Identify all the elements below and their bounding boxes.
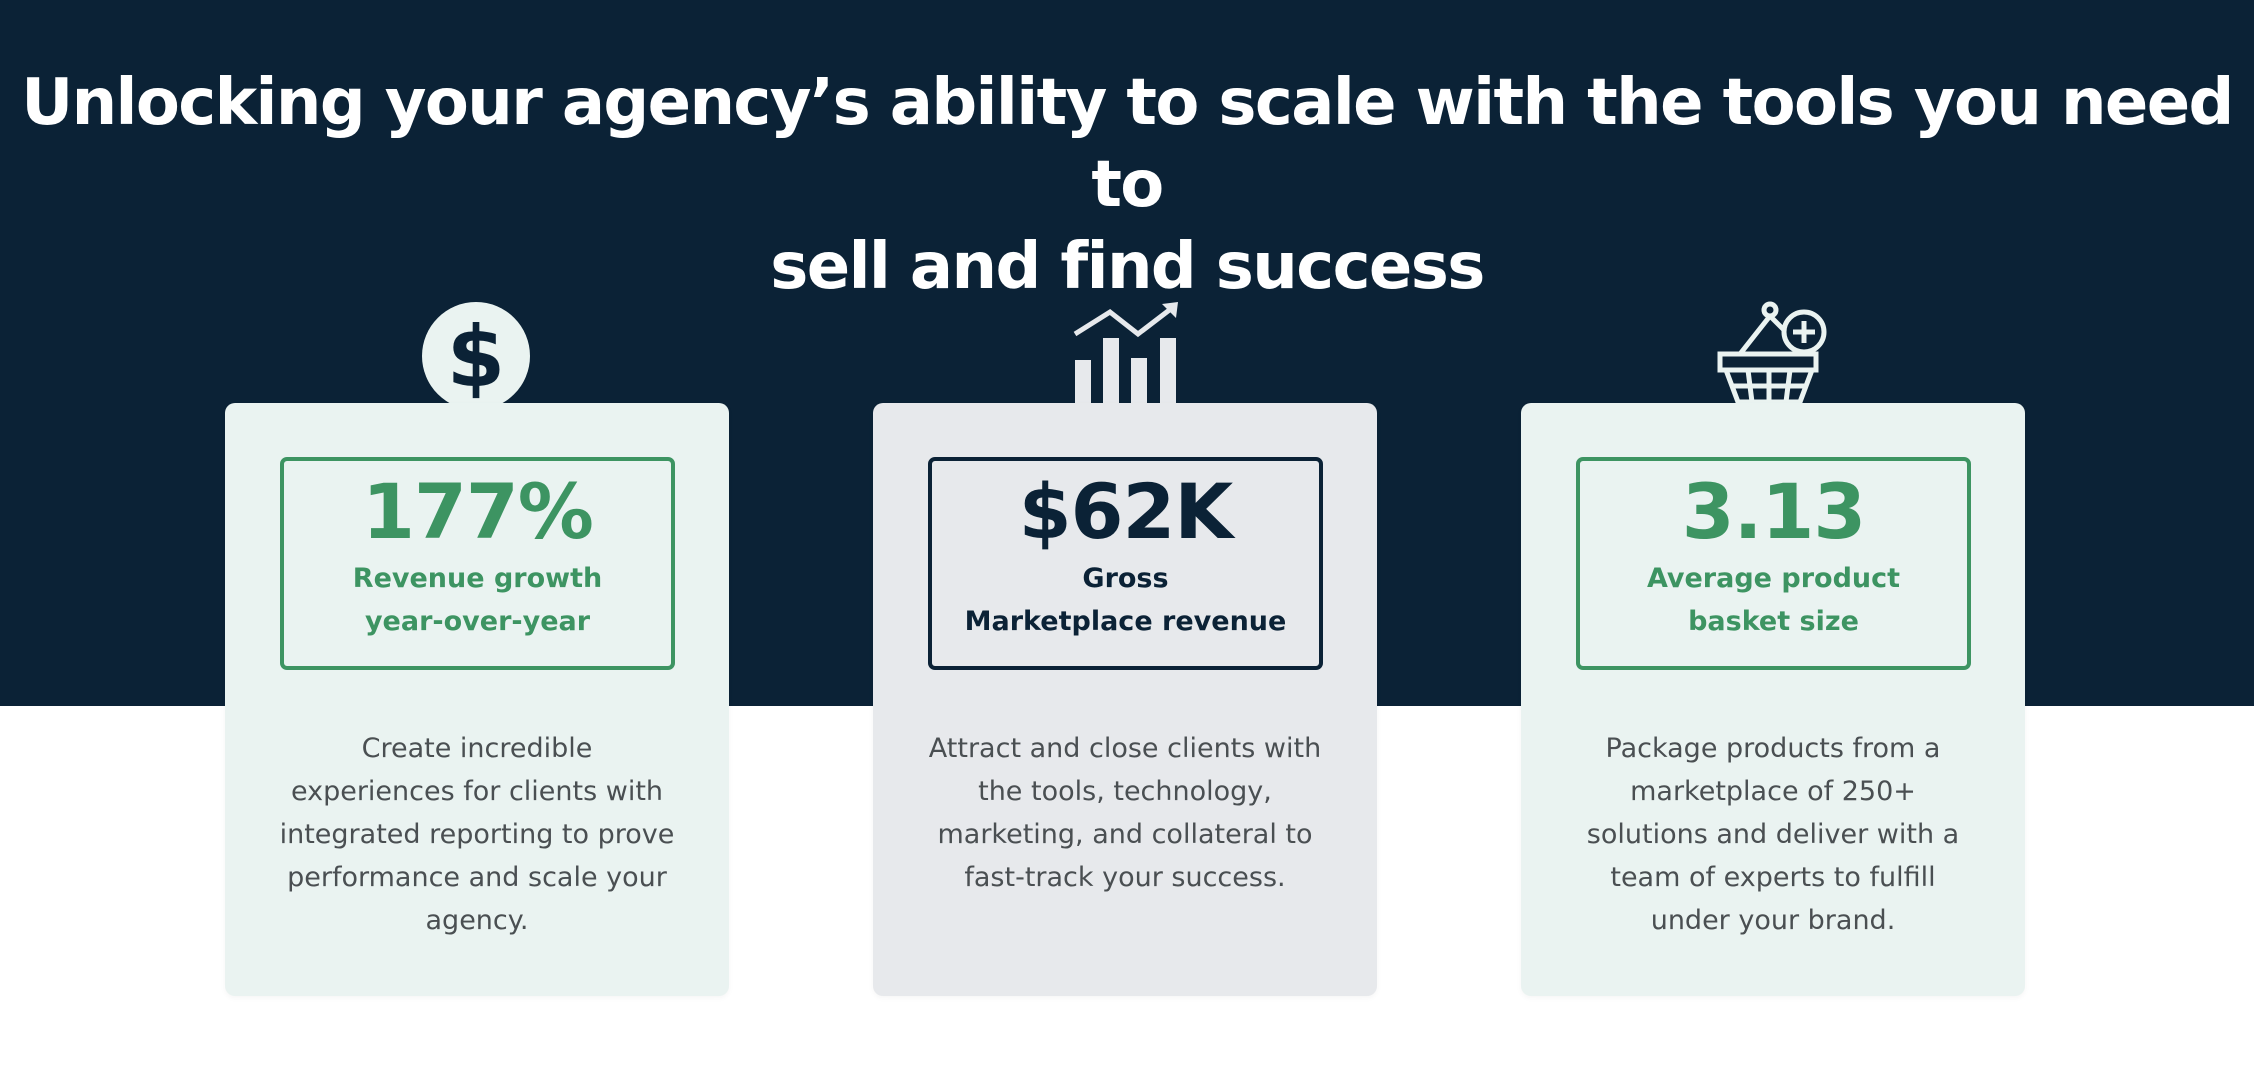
growth-chart-icon [1066, 300, 1186, 404]
stat-label: Revenue growth year-over-year [284, 557, 671, 643]
card-description: Create incredible experiences for client… [265, 727, 689, 942]
dollar-circle-icon: $ [417, 300, 537, 404]
description-line: agency. [425, 905, 529, 936]
stat-card-marketplace-revenue: $62K Gross Marketplace revenue Attract a… [873, 403, 1377, 996]
description-line: experiences for clients with [290, 776, 664, 807]
stat-label-line: Average product [1646, 563, 1901, 594]
card-description: Package products from a marketplace of 2… [1561, 727, 1985, 942]
description-line: marketing, and collateral to [937, 819, 1313, 850]
stat-label-line: basket size [1688, 606, 1859, 637]
page-title: Unlocking your agency’s ability to scale… [0, 62, 2254, 308]
description-line: integrated reporting to prove [279, 819, 675, 850]
description-line: Create incredible [361, 733, 593, 764]
stat-label: Gross Marketplace revenue [932, 557, 1319, 643]
description-line: solutions and deliver with a [1586, 819, 1960, 850]
description-line: under your brand. [1650, 905, 1896, 936]
stat-label-line: Marketplace revenue [964, 606, 1287, 637]
stat-label: Average product basket size [1580, 557, 1967, 643]
description-line: fast-track your success. [964, 862, 1286, 893]
stat-label-line: Revenue growth [352, 563, 603, 594]
stat-box: 177% Revenue growth year-over-year [280, 457, 675, 670]
stat-card-basket-size: 3.13 Average product basket size Package… [1521, 403, 2025, 996]
description-line: Attract and close clients with [928, 733, 1322, 764]
card-description: Attract and close clients with the tools… [913, 727, 1337, 899]
description-line: marketplace of 250+ [1630, 776, 1916, 807]
stat-box: $62K Gross Marketplace revenue [928, 457, 1323, 670]
stat-label-line: Gross [1082, 563, 1169, 594]
title-line-1: Unlocking your agency’s ability to scale… [21, 66, 2234, 222]
stat-value: 177% [362, 467, 594, 556]
title-line-2: sell and find success [770, 230, 1485, 304]
description-line: Package products from a [1605, 733, 1941, 764]
stat-label-line: year-over-year [364, 606, 591, 637]
stat-value: $62K [1018, 467, 1234, 556]
svg-text:$: $ [447, 308, 505, 404]
description-line: team of experts to fulfill [1610, 862, 1936, 893]
basket-add-icon [1714, 300, 1834, 404]
stat-box: 3.13 Average product basket size [1576, 457, 1971, 670]
description-line: the tools, technology, [978, 776, 1272, 807]
stat-card-revenue-growth: 177% Revenue growth year-over-year Creat… [225, 403, 729, 996]
description-line: performance and scale your [287, 862, 667, 893]
stat-value: 3.13 [1681, 467, 1867, 556]
